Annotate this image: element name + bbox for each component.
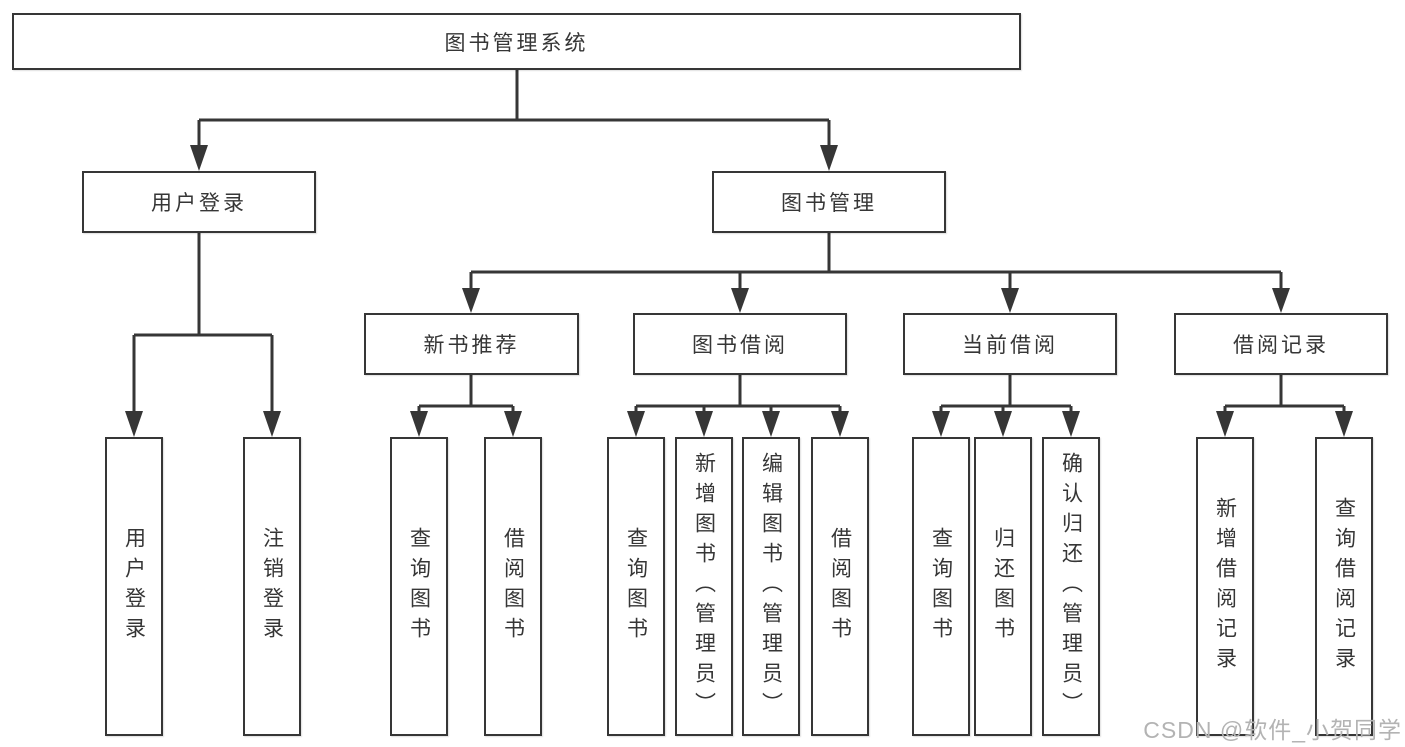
leaf-label: 查询图书 [407, 526, 431, 647]
leaf-label: 查询借阅记录 [1332, 496, 1356, 677]
leaf-label: 注销登录 [260, 526, 284, 647]
leaf-borrow-book: 借阅图书 [811, 437, 869, 736]
leaf-label: 借阅图书 [501, 526, 525, 647]
leaf-return-book: 归还图书 [974, 437, 1032, 736]
connector-book-management-to-level3 [462, 233, 1290, 313]
leaf-borrow-book-recommend: 借阅图书 [484, 437, 542, 736]
node-current-borrow: 当前借阅 [903, 313, 1117, 375]
leaf-user-login: 用户登录 [105, 437, 163, 736]
csdn-watermark: CSDN @软件_小贺同学 [1143, 717, 1402, 743]
node-book-borrow: 图书借阅 [633, 313, 847, 375]
leaf-label: 用户登录 [122, 526, 146, 647]
leaf-query-borrow-record: 查询借阅记录 [1315, 437, 1373, 736]
leaf-label: 确认归还（管理员） [1059, 451, 1083, 722]
leaf-query-book-recommend: 查询图书 [390, 437, 448, 736]
leaf-label: 查询图书 [929, 526, 953, 647]
connector-current-borrow-to-leaves [932, 375, 1080, 437]
leaf-label: 新增借阅记录 [1213, 496, 1237, 677]
connector-root-to-level2 [190, 70, 838, 171]
leaf-add-book-admin: 新增图书（管理员） [675, 437, 733, 736]
leaf-query-book-borrow: 查询图书 [607, 437, 665, 736]
node-library-system: 图书管理系统 [12, 13, 1021, 70]
leaf-label: 编辑图书（管理员） [759, 451, 783, 722]
leaf-label: 新增图书（管理员） [692, 451, 716, 722]
connector-borrow-records-to-leaves [1216, 375, 1353, 437]
leaf-edit-book-admin: 编辑图书（管理员） [742, 437, 800, 736]
leaf-label: 归还图书 [991, 526, 1015, 647]
leaf-query-book-current: 查询图书 [912, 437, 970, 736]
connector-book-borrow-to-leaves [627, 375, 849, 437]
node-new-book-recommend: 新书推荐 [364, 313, 579, 375]
node-user-login: 用户登录 [82, 171, 316, 233]
leaf-add-borrow-record: 新增借阅记录 [1196, 437, 1254, 736]
node-borrow-records: 借阅记录 [1174, 313, 1388, 375]
leaf-label: 查询图书 [624, 526, 648, 647]
leaf-label: 借阅图书 [828, 526, 852, 647]
leaf-confirm-return-admin: 确认归还（管理员） [1042, 437, 1100, 736]
connector-new-book-recommend-to-leaves [410, 375, 522, 437]
node-book-management: 图书管理 [712, 171, 946, 233]
leaf-logout: 注销登录 [243, 437, 301, 736]
connector-user-login-to-leaves [125, 233, 281, 437]
